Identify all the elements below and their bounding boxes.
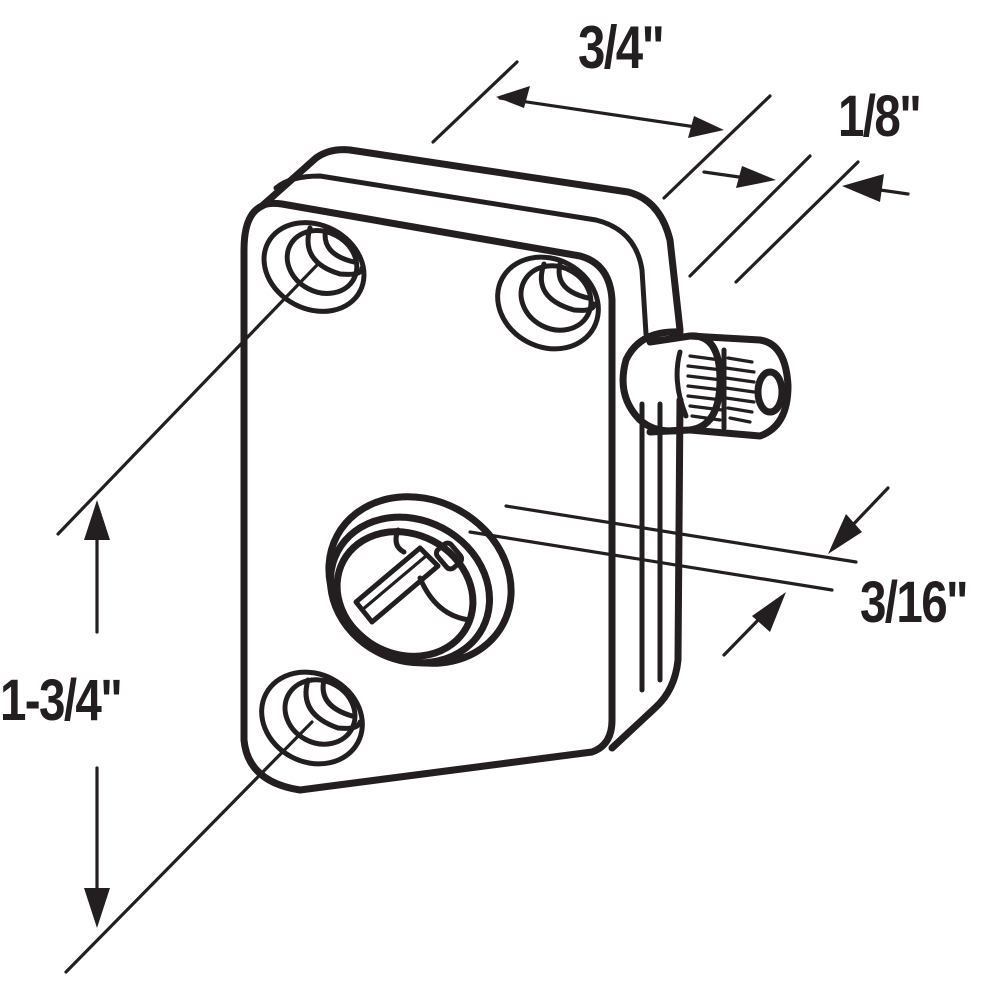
hole-bottom-left [259,669,365,767]
dimension-label-1-8: 1/8" [838,84,922,149]
dimension-1-8-spline [688,154,910,284]
spline-shaft [619,328,792,440]
mounting-plate [240,146,684,794]
hole-top-right [495,254,601,352]
dimension-label-1-3-4: 1-3/4" [0,668,123,733]
keyway [325,493,515,667]
dimension-label-3-16: 3/16" [860,570,969,635]
dimension-label-3-4: 3/4" [578,14,665,81]
dimension-3-16-slot [468,486,890,657]
hole-top-left [261,220,367,314]
dimension-3-4-width [431,60,772,200]
dimension-1-3-4-height [56,262,320,974]
